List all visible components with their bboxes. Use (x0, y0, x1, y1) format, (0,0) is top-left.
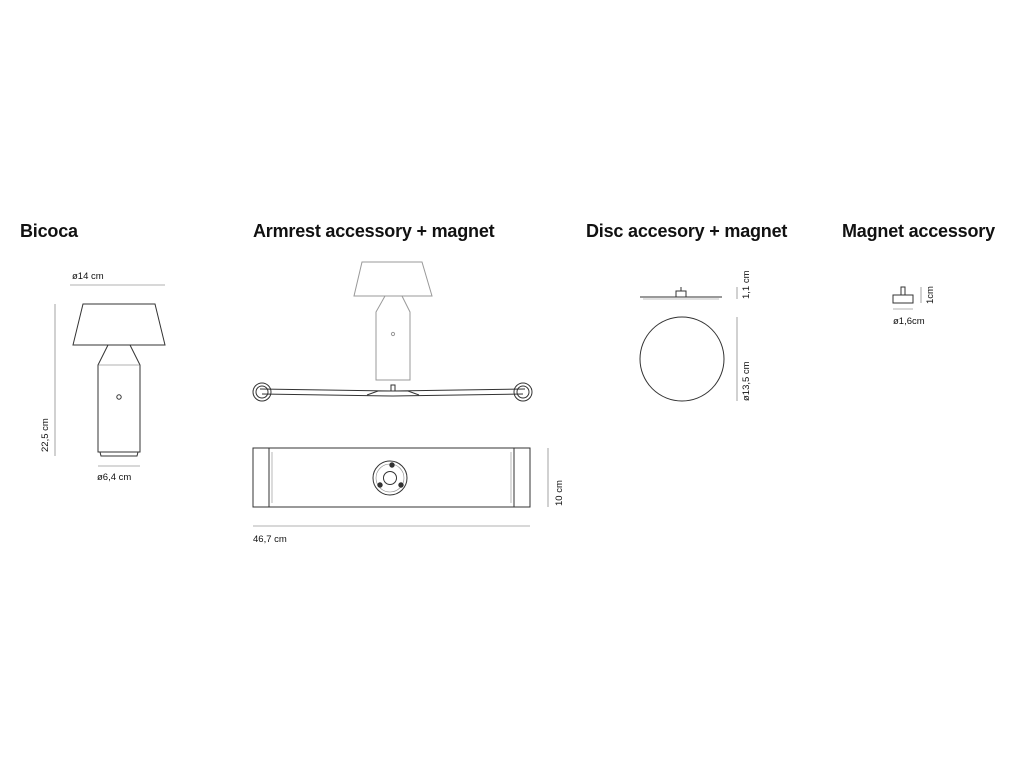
magnet-height-label: 1cm (925, 286, 936, 304)
bicoca-shade (73, 304, 165, 345)
armrest-bar-top (260, 389, 525, 391)
armrest-side-drawing (253, 262, 532, 401)
armrest-length-label: 46,7 cm (253, 534, 287, 545)
armrest-lamp-body (376, 296, 410, 380)
disc-thickness-label: 1,1 cm (741, 270, 752, 299)
bicoca-height-label: 22,5 cm (40, 418, 51, 452)
disc-side-drawing (640, 287, 737, 299)
armrest-magnet-disc (373, 461, 407, 495)
disc-title: Disc accesory + magnet (586, 221, 788, 241)
armrest-left-loop (253, 383, 271, 401)
magnet-title: Magnet accessory (842, 221, 995, 241)
armrest-right-loop (514, 383, 532, 401)
bicoca-lamp-drawing (55, 285, 165, 466)
disc-diameter-label: ø13,5 cm (741, 361, 752, 401)
armrest-top-drawing (253, 448, 548, 526)
bicoca-shade-diameter-label: ø14 cm (72, 271, 104, 282)
magnet-diameter-label: ø1,6cm (893, 316, 925, 327)
bicoca-body (98, 345, 140, 452)
armrest-title: Armrest accessory + magnet (253, 221, 495, 241)
disc-magnet-side (676, 291, 686, 297)
bicoca-button (117, 395, 121, 399)
bicoca-base-diameter-label: ø6,4 cm (97, 472, 132, 483)
armrest-magnet (391, 385, 395, 391)
armrest-plate (253, 448, 530, 507)
armrest-height-label: 10 cm (554, 480, 565, 506)
armrest-lamp-shade (354, 262, 432, 296)
disc-top-drawing (640, 317, 737, 401)
disc-plate-top (640, 317, 724, 401)
bicoca-title: Bicoca (20, 221, 78, 241)
magnet-drawing (893, 287, 921, 309)
magnet-pin (901, 287, 905, 295)
magnet-body (893, 295, 913, 303)
